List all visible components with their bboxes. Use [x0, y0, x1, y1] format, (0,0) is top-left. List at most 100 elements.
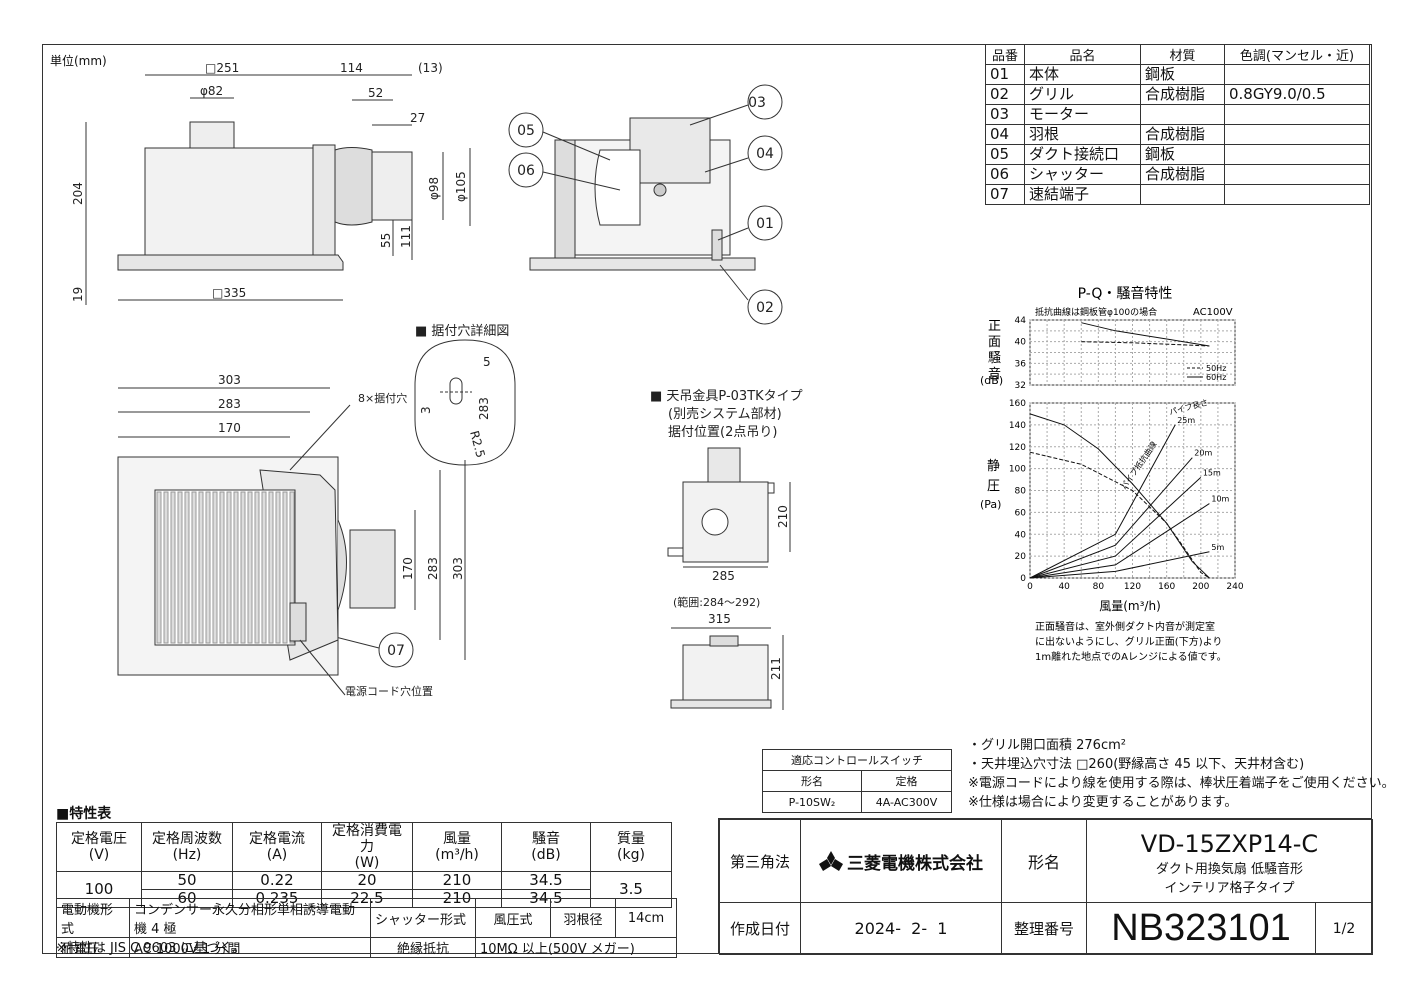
insulation-value: 10MΩ 以上(500V メガー) — [475, 937, 677, 958]
model-desc-2: インテリア格子タイプ — [1164, 881, 1295, 896]
noise-label-1: 正 — [988, 319, 1001, 334]
number-label: 整理番号 — [1001, 902, 1087, 955]
grille-slat — [156, 491, 162, 644]
callouts — [299, 84, 783, 668]
spec-header-text: 定格電流 — [249, 831, 305, 847]
dim-27: 27 — [410, 111, 425, 125]
parts-header: 品番 — [985, 44, 1025, 65]
chart-footnote-3: 1m離れた地点でのAレンジによる値です。 — [1035, 650, 1227, 663]
drawing-frame — [42, 44, 1372, 954]
shutter-label: シャッター形式 — [370, 898, 476, 938]
creation-date: 2024- 2- 1 — [800, 902, 1002, 955]
hanger-view — [667, 447, 791, 710]
parts-cell: 合成樹脂 — [1140, 84, 1225, 105]
spec-extra-table: 電動機形式 コンデンサー永久分相形単相誘導電動機 4 極 シャッター形式 風圧式… — [56, 898, 677, 958]
grille-slat — [226, 491, 232, 644]
grille-slat — [205, 491, 211, 644]
dim-303-v: 303 — [451, 557, 465, 580]
grille-slat — [254, 491, 260, 644]
noise-tick-label: 40 — [1015, 338, 1027, 348]
note-4: ※仕様は場合により変更することがあります。 — [968, 795, 1238, 810]
hanger-sub1: (別売システム部材) — [668, 406, 782, 422]
parts-cell: 01 — [985, 64, 1025, 85]
holes-label: 8×据付穴 — [358, 391, 407, 405]
callout-02: 02 — [756, 300, 774, 316]
hanger-dim-210: 210 — [776, 505, 790, 528]
pressure-label-2: 圧 — [987, 479, 1000, 494]
dim-283-v: 283 — [426, 557, 440, 580]
parts-cell: 鋼板 — [1140, 64, 1225, 85]
drawing-number: NB323101 — [1086, 902, 1316, 955]
hole-dim-3: 3 — [419, 406, 433, 414]
withstand-value: AC 1000V 1 分間 — [129, 937, 371, 958]
spec-header-text: 定格周波数 — [152, 831, 222, 847]
projection-label: 第三角法 — [719, 819, 801, 903]
parts-cell: 本体 — [1024, 64, 1141, 85]
x-tick-label: 40 — [1058, 582, 1070, 592]
parts-cell: 03 — [985, 104, 1025, 125]
parts-header: 品名 — [1024, 44, 1141, 65]
grille-slats — [156, 491, 295, 644]
dim-52: 52 — [368, 86, 383, 100]
pressure-series-25m — [1029, 424, 1176, 579]
parts-cell — [1224, 104, 1370, 125]
callout-04: 04 — [756, 146, 774, 162]
note-2: ・天井埋込穴寸法 □260(野縁高さ 45 以下、天井材含む) — [968, 757, 1305, 772]
parts-cell — [1224, 164, 1370, 185]
hole-dim-283: 283 — [477, 397, 491, 420]
spec-header-unit: (W) — [354, 855, 380, 871]
noise-unit: (dB) — [980, 374, 1003, 387]
callout-06: 06 — [517, 163, 535, 179]
cord-label: 電源コード穴位置 — [345, 684, 433, 698]
switch-cell: P-10SW₂ — [762, 791, 862, 813]
parts-cell: ダクト接続口 — [1024, 144, 1141, 165]
spec-header: 定格消費電力(W) — [321, 822, 413, 872]
shutter-value: 風圧式 — [475, 898, 551, 938]
pressure-tick-label: 20 — [1015, 552, 1027, 562]
pressure-series-20m — [1029, 457, 1193, 579]
callout-03: 03 — [748, 95, 766, 111]
grille-slat — [268, 491, 274, 644]
pressure-series-5m — [1029, 551, 1210, 579]
noise-series-60Hz — [1081, 322, 1210, 347]
hanger-range: (範囲:284～292) — [673, 595, 760, 609]
motor-value: コンデンサー永久分相形単相誘導電動機 4 極 — [129, 898, 371, 938]
parts-cell: 06 — [985, 164, 1025, 185]
switch-cell: 4A-AC300V — [861, 791, 952, 813]
spec-header-unit: (dB) — [531, 847, 561, 863]
mitsubishi-logo-icon — [819, 851, 843, 871]
grille-slat — [163, 491, 169, 644]
noise-series-50Hz — [1081, 341, 1210, 347]
hanger-dim-211: 211 — [769, 657, 783, 680]
parts-cell: 羽根 — [1024, 124, 1141, 145]
pressure-series-10m — [1029, 503, 1210, 579]
noise-note: 抵抗曲線は鋼板管φ100の場合 — [1035, 306, 1157, 318]
parts-cell: グリル — [1024, 84, 1141, 105]
spec-header-text: 質量 — [617, 831, 645, 847]
model-desc-1: ダクト用換気扇 低騒音形 — [1155, 862, 1304, 877]
date-label: 作成日付 — [719, 902, 801, 955]
parts-cell: 合成樹脂 — [1140, 124, 1225, 145]
x-tick-label: 0 — [1027, 582, 1033, 592]
grille-slat — [170, 491, 176, 644]
dim-335: □335 — [212, 286, 246, 300]
spec-cell: 34.5 — [501, 871, 591, 890]
hanger-dim-315: 315 — [708, 612, 731, 626]
noise-tick-label: 32 — [1015, 381, 1026, 391]
dim-283: 283 — [218, 397, 241, 411]
pressure-tick-label: 120 — [1009, 443, 1026, 453]
spec-header-unit: (kg) — [617, 847, 645, 863]
callout-07: 07 — [387, 643, 405, 659]
spec-header-unit: (Hz) — [172, 847, 202, 863]
pressure-tick-label: 0 — [1020, 574, 1026, 584]
note-3: ※電源コードにより線を使用する際は、棒状圧着端子をご使用ください。 — [968, 776, 1395, 791]
grille-slat — [247, 491, 253, 644]
parts-cell — [1140, 184, 1225, 205]
parts-cell: シャッター — [1024, 164, 1141, 185]
hanger-title: ■ 天吊金具P-03TKタイプ — [650, 388, 803, 404]
title-block: 第三角法 三菱電機株式会社 形名 VD-15ZXP14-C ダクト用換気扇 低騒… — [718, 818, 1373, 955]
notes: ・グリル開口面積 276cm² ・天井埋込穴寸法 □260(野縁高さ 45 以下… — [968, 736, 1395, 812]
legend-50hz-label: 50Hz — [1206, 364, 1226, 373]
dim-303: 303 — [218, 373, 241, 387]
